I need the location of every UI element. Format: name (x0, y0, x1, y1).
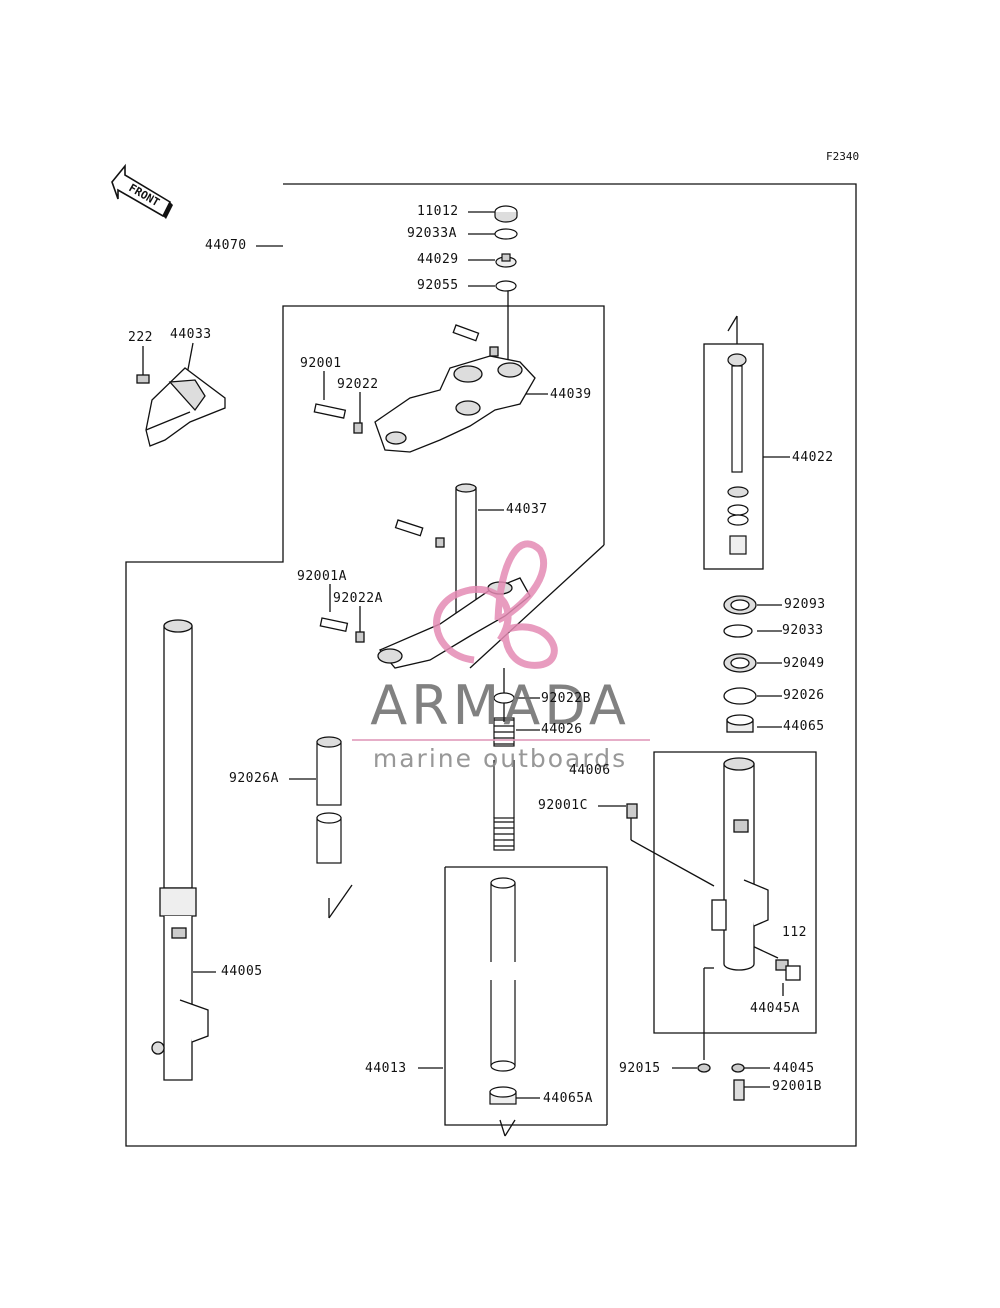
part-label: 44045 (773, 1061, 815, 1076)
top-cap-stack (494, 205, 518, 292)
armada-logo-icon (433, 540, 558, 669)
part-label: 44029 (417, 252, 459, 267)
part-label: 44026 (541, 722, 583, 737)
fork-44006 (626, 757, 801, 1101)
part-label: 44070 (205, 238, 247, 253)
part-label: 112 (782, 925, 807, 940)
watermark-title: ARMADA (370, 674, 630, 737)
part-label: 44022 (792, 450, 834, 465)
part-label: 92033 (782, 623, 824, 638)
part-label: 92022B (541, 691, 591, 706)
part-label: 44013 (365, 1061, 407, 1076)
part-label: 92001 (300, 356, 342, 371)
rod-44022 (727, 353, 749, 555)
watermark-subtitle: marine outboards (372, 744, 628, 773)
watermark-rule (352, 739, 650, 741)
part-label: 92022A (333, 591, 383, 606)
ring-92033A (494, 228, 518, 240)
part-label: 92001C (538, 798, 588, 813)
washer-92055 (495, 280, 517, 292)
part-label: 92015 (619, 1061, 661, 1076)
box-44006 (653, 751, 817, 1034)
part-label: 222 (128, 330, 153, 345)
upper-clamp-44039 (313, 324, 536, 453)
part-label: 44065A (543, 1091, 593, 1106)
part-label: 92022 (337, 377, 379, 392)
part-label: 11012 (417, 204, 459, 219)
fork-44005 (151, 619, 209, 1081)
main-frame (125, 183, 857, 1147)
part-label: 92033A (407, 226, 457, 241)
spring-44026 (493, 692, 515, 851)
part-label: 44005 (221, 964, 263, 979)
part-label: 44065 (783, 719, 825, 734)
part-label: 44039 (550, 387, 592, 402)
box-44013 (444, 866, 608, 1126)
part-label: 92093 (784, 597, 826, 612)
figure-id: F2340 (826, 150, 860, 163)
part-label: 44045A (750, 1001, 800, 1016)
part-label: 44037 (506, 502, 548, 517)
part-label: 92055 (417, 278, 459, 293)
collar-92026A (316, 736, 342, 864)
part-label: 92026A (229, 771, 279, 786)
bracket-44033 (136, 367, 226, 447)
stem-44037 (319, 483, 531, 669)
part-label: 92001A (297, 569, 347, 584)
part-label: 92026 (783, 688, 825, 703)
part-label: 44006 (569, 763, 611, 778)
tube-44013 (489, 877, 517, 1105)
part-label: 92001B (772, 1079, 822, 1094)
front-arrow-icon: FRONT (111, 163, 173, 219)
part-label: 44033 (170, 327, 212, 342)
seal-stack (723, 595, 757, 733)
part-label: 92049 (783, 656, 825, 671)
